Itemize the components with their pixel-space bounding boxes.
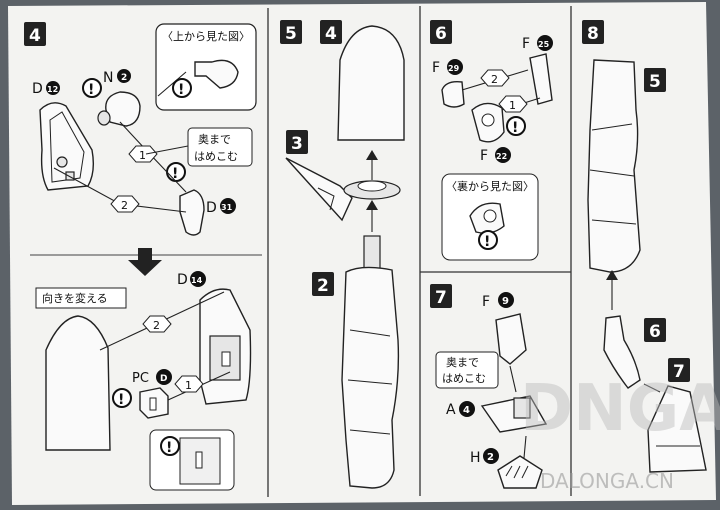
- step-4-panel: 4 〈上から見た図〉 ! D 12 N 2 ! 奥まで はめこむ D 31: [24, 22, 257, 491]
- push-note-7-line2: はめこむ: [442, 372, 486, 385]
- step-5-sub-left: 3: [291, 134, 303, 154]
- step-8-sub-top: 5: [649, 72, 661, 92]
- part-n2-shape: [105, 91, 141, 127]
- part-f9-letter: F: [482, 294, 490, 310]
- step-5-badge: [280, 20, 302, 44]
- part-f25-number: 25: [538, 40, 550, 49]
- part-d12-shape: [39, 102, 95, 191]
- top-view-caption: 〈上から見た図〉: [162, 30, 250, 43]
- part-f29-number: 29: [448, 64, 460, 73]
- step-5-number: 5: [285, 24, 297, 44]
- seq-1-step4: 1: [139, 149, 146, 162]
- step-5-sub-bottom: 2: [317, 276, 329, 296]
- step-8-number: 8: [587, 24, 599, 44]
- part-pcd-letter: PC: [132, 371, 149, 386]
- seq-2-lower: 2: [153, 319, 160, 332]
- step-7-panel: 7 F 9 奥まで はめこむ A 4 H 2: [430, 284, 548, 489]
- step-7-number: 7: [435, 288, 447, 308]
- foot-part-7: [647, 385, 707, 473]
- step-7-badge: [430, 284, 452, 308]
- part-f22-number: 22: [496, 152, 507, 161]
- push-note-box: [187, 127, 253, 167]
- assembled-leg: [587, 59, 641, 273]
- back-view-alert-mark: !: [484, 234, 490, 250]
- part-f29-shape: [441, 80, 465, 108]
- d31-alert-mark: !: [172, 166, 178, 182]
- pcd-alert-mark: !: [118, 392, 124, 408]
- push-note-7-line: 奥まで: [446, 355, 479, 369]
- n2-alert-mark: !: [88, 82, 94, 98]
- part-h2-letter: H: [470, 450, 481, 466]
- step-4-number: 4: [29, 26, 41, 46]
- step-4-badge: [24, 22, 46, 46]
- step-8-sub-low: 7: [673, 362, 685, 382]
- step-8-sub-mid: 6: [649, 322, 661, 342]
- part-f29-letter: F: [432, 60, 440, 76]
- part-d31-letter: D: [206, 200, 217, 216]
- connector-peg: [363, 235, 381, 273]
- step-8-badge: [582, 20, 604, 44]
- part-f25-shape: [529, 53, 553, 105]
- push-note-line2: はめこむ: [194, 150, 238, 163]
- seq-2-step4: 2: [121, 199, 128, 212]
- part-pcd-number: D: [160, 374, 167, 384]
- step-5-panel: 5 4 3 2: [280, 20, 405, 489]
- part-f9-number: 9: [502, 296, 509, 307]
- seq-2-step6: 2: [491, 73, 498, 86]
- top-view-alert-mark: !: [178, 82, 184, 98]
- step-6-number: 6: [435, 24, 447, 44]
- part-h2-number: 2: [487, 452, 494, 463]
- watermark-url: DALONGA.CN: [540, 469, 674, 493]
- part-f22-letter: F: [480, 148, 488, 164]
- back-view-caption: 〈裏から見た図〉: [446, 179, 534, 193]
- part-d12-number: 12: [47, 85, 58, 94]
- push-note-box-7: [435, 351, 499, 389]
- shield-part-4: [337, 25, 405, 141]
- detail-alert-mark: !: [166, 440, 172, 456]
- turn-note: 向きを変える: [42, 291, 108, 305]
- down-arrow-icon: [128, 248, 162, 276]
- f22-alert-mark: !: [512, 120, 518, 136]
- part-n2-letter: N: [103, 70, 113, 86]
- seq-1-lower: 1: [185, 379, 192, 392]
- part-n2-number: 2: [121, 73, 127, 83]
- part-d31-shape: [179, 189, 205, 236]
- part-f25-letter: F: [522, 36, 530, 52]
- watermark-logo: DNGA: [520, 372, 720, 446]
- part-d12-letter: D: [32, 81, 43, 97]
- part-f9-shape: [495, 313, 527, 365]
- shield-back-shape: [45, 315, 111, 451]
- step-5-sub-top: 4: [325, 24, 337, 44]
- part-a4-letter: A: [446, 402, 456, 418]
- step-6-badge: [430, 20, 452, 44]
- part-d14-number: 14: [191, 276, 203, 285]
- part-d31-number: 31: [221, 203, 233, 212]
- seq-1-step6: 1: [509, 99, 516, 112]
- step-8-panel: 8 5 6 7: [582, 20, 707, 473]
- part-h2-shape: [497, 455, 543, 489]
- part-a4-number: 4: [463, 405, 470, 416]
- leg-part-2: [341, 266, 400, 489]
- step-6-panel: 6 F 25 F 29 2 1 ! F 22 〈裏から見た図〉 !: [430, 20, 553, 261]
- part-d14-letter: D: [177, 272, 188, 288]
- turn-note-box: [35, 287, 127, 309]
- push-note-line: 奥まで: [198, 132, 231, 146]
- ankle-joint-6: [603, 315, 641, 389]
